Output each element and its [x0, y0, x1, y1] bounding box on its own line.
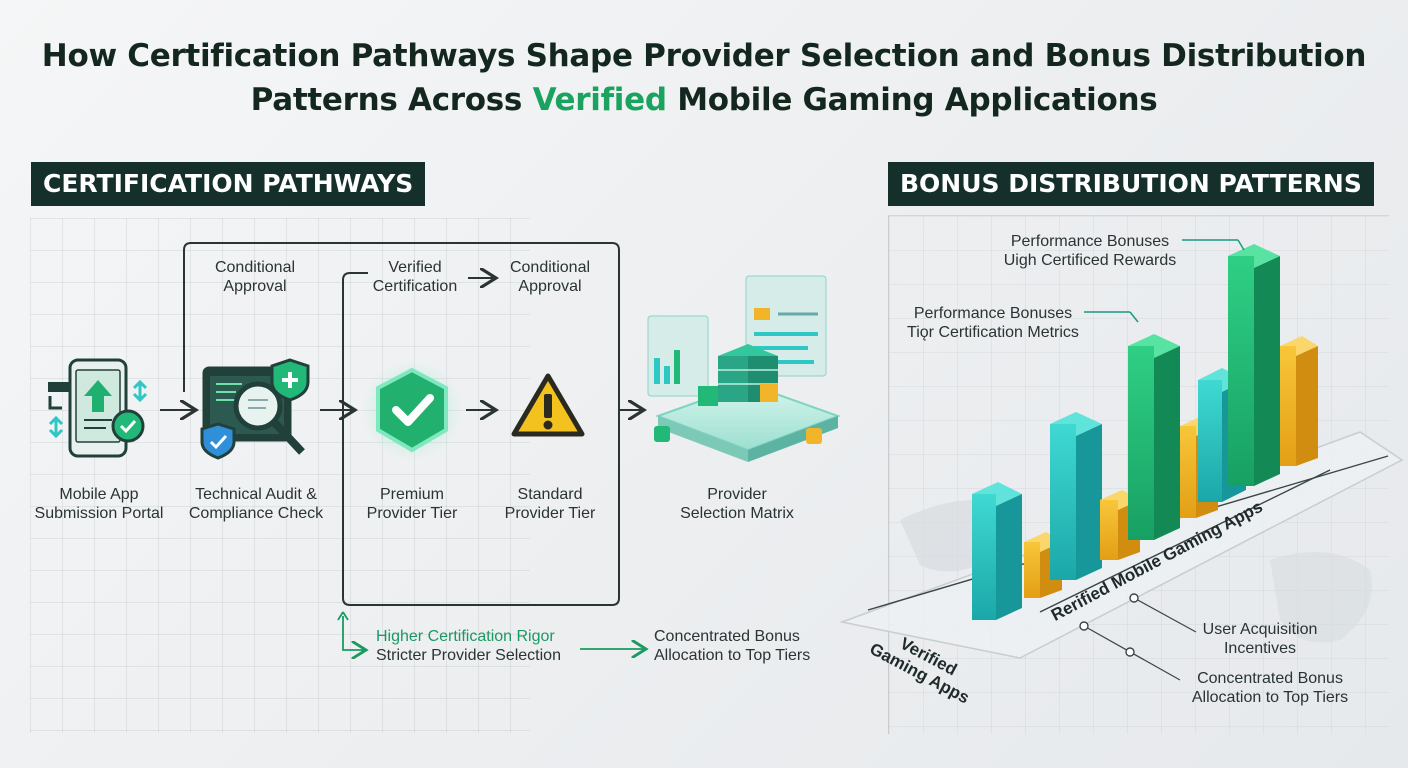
top-label-line: Approval [518, 278, 582, 295]
page-title: How Certification Pathways Shape Provide… [0, 34, 1408, 122]
top-label-conditional-1: Conditional Approval [200, 258, 310, 296]
node-label-premium: Premium Provider Tier [356, 485, 468, 523]
title-line-2: Patterns Across Verified Mobile Gaming A… [0, 78, 1408, 122]
bottom-note: Higher Certification Rigor Stricter Prov… [376, 627, 561, 665]
top-label-line: Conditional [214, 259, 296, 276]
annotation-tier-metrics: Performance Bonuses Tiǫr Certification M… [900, 304, 1086, 342]
bottom-note-result: Concentrated Bonus Allocation to Top Tie… [654, 627, 810, 665]
bottom-note-rigor: Higher Certification Rigor [376, 628, 555, 645]
warning-triangle-icon [511, 373, 585, 437]
annotation-line: Concentrated Bonus [1197, 670, 1343, 687]
node-label-line: Submission Portal [34, 505, 164, 522]
annotation-concentrated-bonus: Concentrated Bonus Allocation to Top Tie… [1182, 669, 1358, 707]
certification-pathways-header: CERTIFICATION PATHWAYS [31, 162, 426, 206]
server-matrix-icon [647, 275, 841, 462]
top-label-line: Conditional [509, 259, 591, 276]
annotation-user-acquisition: User Acquisition Incentives [1184, 620, 1336, 658]
node-label-matrix: Provider Selection Matrix [664, 485, 810, 523]
top-label-line: Approval [223, 278, 287, 295]
annotation-line: Uigh Certificed Rewards [1003, 252, 1177, 269]
annotation-line: Allocation to Top Tiers [1191, 689, 1349, 706]
bonus-distribution-header: BONUS DISTRIBUTION PATTERNS [888, 162, 1374, 206]
top-label-verified: Verified Certification [360, 258, 470, 296]
node-label-line: Selection Matrix [680, 505, 794, 522]
node-label-line: Standard [517, 486, 583, 503]
node-label-line: Mobile App [59, 486, 139, 503]
node-label-line: Provider [707, 486, 767, 503]
shield-check-icon [362, 360, 462, 460]
node-label-line: Compliance Check [188, 505, 324, 522]
title-line-2-pre: Patterns Across [250, 82, 533, 118]
top-label-conditional-2: Conditional Approval [496, 258, 604, 296]
title-line-2-post: Mobile Gaming Applications [666, 82, 1158, 118]
node-label-submission: Mobile App Submission Portal [30, 485, 168, 523]
title-highlight: Verified [532, 82, 667, 118]
left-grid-background [30, 218, 530, 733]
top-label-line: Certification [372, 278, 458, 295]
node-label-line: Provider Tier [504, 505, 596, 522]
node-label-standard: Standard Provider Tier [494, 485, 606, 523]
top-label-line: Verified [388, 259, 442, 276]
annotation-line: Incentives [1223, 640, 1297, 657]
node-label-audit: Technical Audit & Compliance Check [180, 485, 332, 523]
node-label-line: Provider Tier [366, 505, 458, 522]
annotation-line: User Acquisition [1202, 621, 1318, 638]
bottom-note-result-line: Allocation to Top Tiers [654, 647, 811, 664]
title-line-1: How Certification Pathways Shape Provide… [41, 38, 1367, 74]
bottom-note-result-line: Concentrated Bonus [654, 628, 800, 645]
annotation-line: Performance Bonuses [913, 305, 1073, 322]
annotation-high-cert-rewards: Performance Bonuses Uigh Certificed Rewa… [1000, 232, 1180, 270]
node-label-line: Technical Audit & [195, 486, 317, 503]
mobile-upload-icon [48, 358, 148, 458]
bottom-note-selection: Stricter Provider Selection [376, 647, 561, 664]
node-label-line: Premium [379, 486, 444, 503]
annotation-line: Tiǫr Certification Metrics [907, 324, 1079, 341]
audit-magnifier-icon [200, 358, 310, 460]
annotation-line: Performance Bonuses [1010, 233, 1170, 250]
